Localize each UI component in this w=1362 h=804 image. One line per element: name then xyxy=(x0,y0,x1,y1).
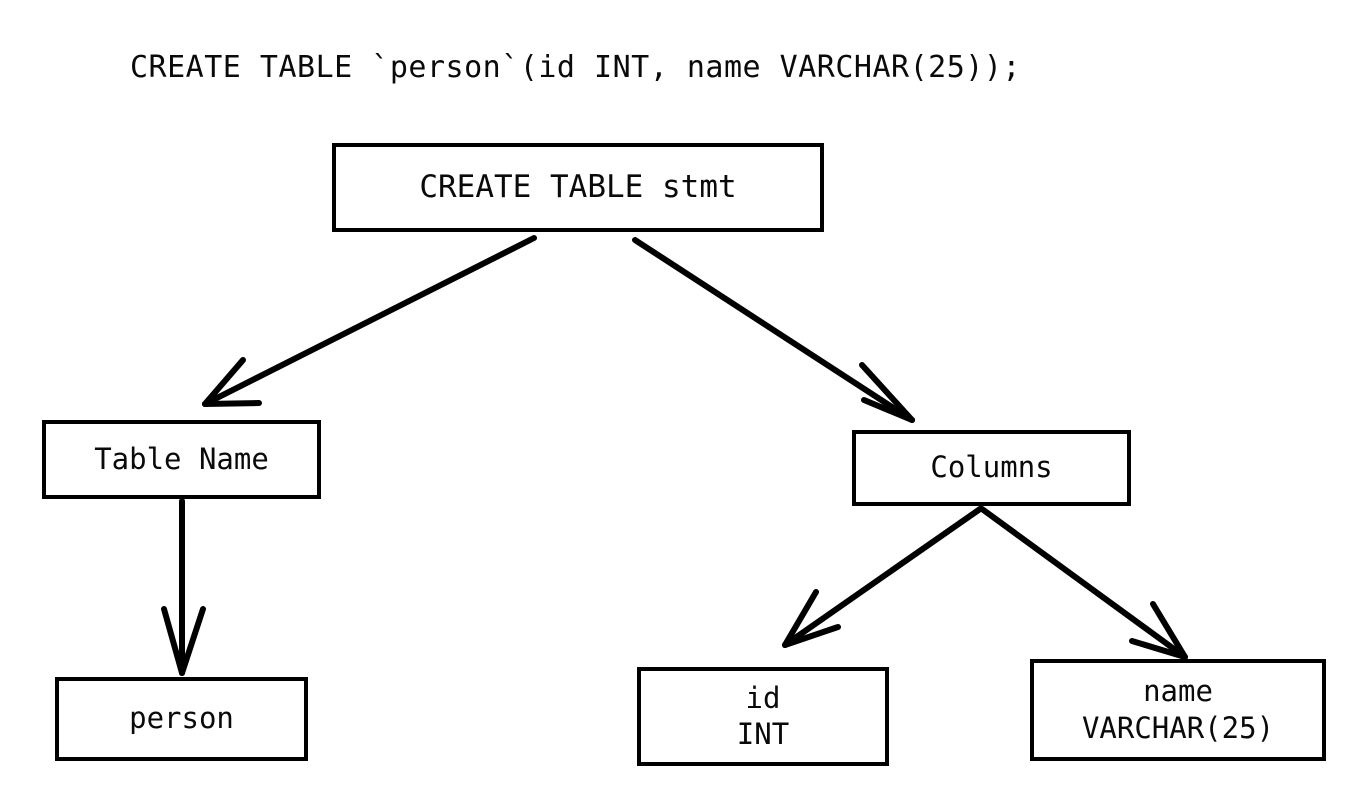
node-label-line: person xyxy=(129,701,234,736)
node-column-id[interactable]: id INT xyxy=(637,667,889,766)
node-label-line: VARCHAR(25) xyxy=(1081,710,1275,745)
node-person[interactable]: person xyxy=(55,677,308,761)
node-columns[interactable]: Columns xyxy=(852,430,1131,506)
node-label-line: CREATE TABLE stmt xyxy=(419,168,737,205)
edge-columns-to-col-name xyxy=(979,506,1188,660)
node-label-line: INT xyxy=(736,717,790,751)
edge-table-name-to-person xyxy=(161,498,206,676)
node-create-table-stmt[interactable]: CREATE TABLE stmt xyxy=(332,143,824,232)
edge-root-to-table-name xyxy=(202,235,537,407)
node-label-line: Columns xyxy=(930,450,1053,485)
page-title: CREATE TABLE `person`(id INT, name VARCH… xyxy=(130,50,1021,85)
node-label-line: id xyxy=(745,680,781,715)
edge-columns-to-col-id xyxy=(782,506,983,648)
node-table-name[interactable]: Table Name xyxy=(42,420,321,499)
node-label-line: Table Name xyxy=(94,441,269,476)
edge-root-to-columns xyxy=(632,237,915,423)
node-label-line: name xyxy=(1143,674,1213,709)
node-column-name[interactable]: name VARCHAR(25) xyxy=(1030,659,1326,761)
